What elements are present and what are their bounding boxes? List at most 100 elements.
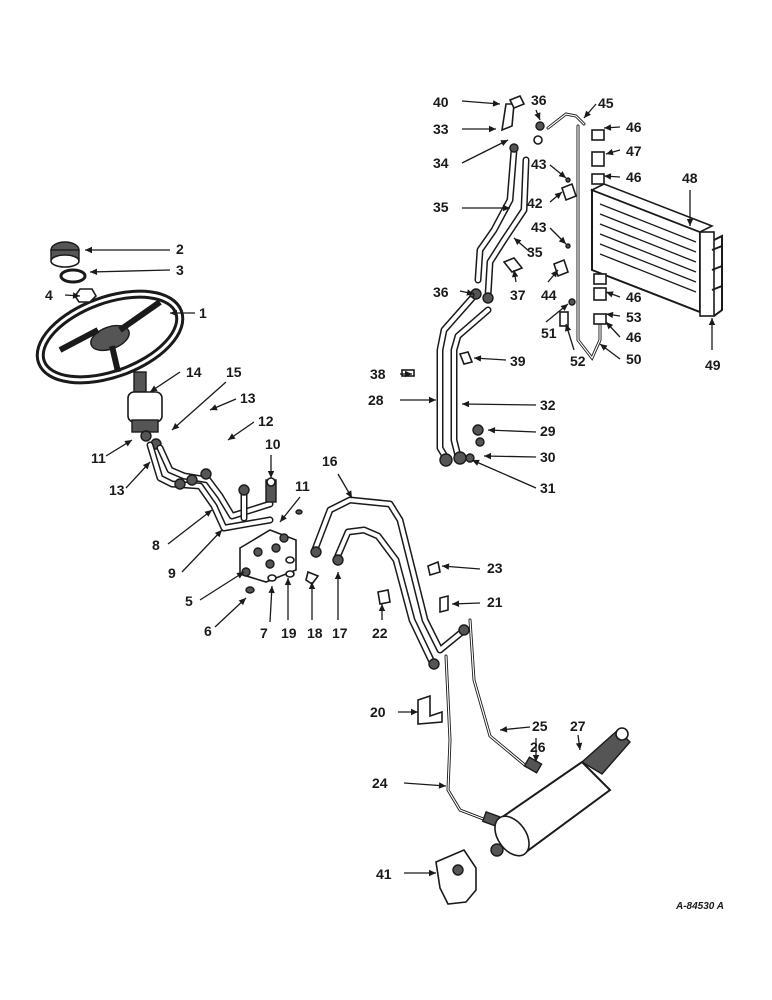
arrowhead	[514, 238, 522, 246]
callout-46-d: 46	[626, 329, 642, 345]
arrowhead	[210, 404, 218, 411]
steering-column-valve	[127, 371, 163, 450]
callout-52: 52	[570, 353, 586, 369]
callout-26: 26	[530, 739, 546, 755]
callout-16: 16	[322, 453, 338, 469]
leader-line	[171, 381, 227, 431]
arrowhead	[565, 324, 572, 332]
tube-16-17	[310, 496, 470, 670]
callout-34: 34	[433, 155, 449, 171]
callout-labels: 1 2 3 4 5 6 7 8 9 10 11 11 12 13 13 14 1…	[45, 92, 724, 912]
arrowhead	[488, 427, 496, 434]
arrowhead	[85, 246, 92, 254]
arrowhead	[575, 742, 583, 750]
leader-line	[181, 529, 223, 573]
callout-21: 21	[487, 594, 503, 610]
arrowhead	[228, 433, 236, 440]
arrowhead	[142, 462, 150, 470]
arrowhead	[280, 514, 287, 522]
fitting-10	[265, 477, 277, 503]
arrowhead	[268, 586, 275, 594]
arrowhead	[236, 572, 244, 579]
callout-11-lower: 11	[295, 478, 310, 494]
callout-35-left: 35	[433, 199, 449, 215]
arrowhead	[500, 140, 508, 146]
callout-18: 18	[307, 625, 323, 641]
tube-8-9	[146, 441, 274, 532]
arrowhead	[438, 782, 446, 789]
drawing-reference-code: A-84530 A	[675, 901, 724, 912]
arrowhead	[411, 708, 418, 716]
callout-28: 28	[368, 392, 384, 408]
leader-line	[461, 403, 537, 406]
arrowhead	[534, 112, 541, 120]
callout-25: 25	[532, 718, 548, 734]
arrowhead	[462, 400, 470, 408]
clip-21	[439, 594, 449, 614]
arrowhead	[72, 292, 80, 299]
arrowhead	[214, 530, 222, 538]
callout-42: 42	[527, 195, 543, 211]
arrowhead	[492, 100, 500, 107]
callout-43-upper: 43	[531, 156, 547, 172]
leader-line	[199, 571, 245, 601]
cylinder-27	[490, 727, 631, 857]
leader-line	[461, 139, 509, 164]
callout-48: 48	[682, 170, 698, 186]
leader-line	[403, 782, 447, 787]
arrowhead	[532, 755, 540, 762]
arrowhead	[606, 311, 614, 319]
callout-50: 50	[626, 351, 642, 367]
callout-36-mid: 36	[433, 284, 449, 300]
hose-45-50	[546, 112, 602, 361]
leader-line	[471, 459, 537, 489]
callout-5: 5	[185, 593, 193, 609]
clip-22	[377, 589, 391, 605]
callout-36-top: 36	[531, 92, 547, 108]
callout-43-lower: 43	[531, 219, 547, 235]
callout-3: 3	[176, 262, 184, 278]
arrowhead	[124, 440, 132, 447]
tubes-35-28-32	[436, 143, 530, 467]
bracket-49	[711, 234, 723, 317]
callout-27: 27	[570, 718, 586, 734]
callout-29: 29	[540, 423, 556, 439]
callout-22: 22	[372, 625, 388, 641]
leader-lines	[64, 100, 716, 877]
arrowhead	[554, 192, 562, 199]
leader-line	[214, 597, 247, 628]
callout-32: 32	[540, 397, 556, 413]
arrowhead	[472, 459, 480, 466]
arrowhead	[686, 219, 694, 226]
callout-7: 7	[260, 625, 268, 641]
callout-41: 41	[376, 866, 392, 882]
arrowhead	[558, 171, 566, 178]
arrowhead	[429, 869, 436, 877]
arrowhead	[484, 452, 492, 460]
callout-13-upper: 13	[240, 390, 256, 406]
arrowhead	[172, 422, 180, 430]
arrowhead	[584, 110, 591, 118]
oil-cooler-48	[590, 129, 715, 325]
arrowhead	[558, 236, 566, 244]
callout-11-upper: 11	[91, 450, 106, 466]
leader-line	[167, 509, 213, 545]
callout-24: 24	[372, 775, 388, 791]
leader-line	[487, 429, 537, 433]
leader-line	[89, 269, 171, 273]
arrowhead	[489, 125, 496, 133]
callout-47: 47	[626, 143, 642, 159]
arrowhead	[308, 582, 316, 589]
arrowhead	[606, 322, 614, 330]
arrowhead	[511, 270, 519, 278]
callout-38: 38	[370, 366, 386, 382]
clip-23	[427, 560, 441, 577]
washer-3	[59, 268, 87, 284]
arrowhead	[604, 173, 612, 180]
callout-20: 20	[370, 704, 386, 720]
arrowhead	[284, 578, 292, 585]
arrowhead	[708, 318, 716, 325]
callout-15: 15	[226, 364, 242, 380]
callout-33: 33	[433, 121, 449, 137]
callout-46-a: 46	[626, 119, 642, 135]
